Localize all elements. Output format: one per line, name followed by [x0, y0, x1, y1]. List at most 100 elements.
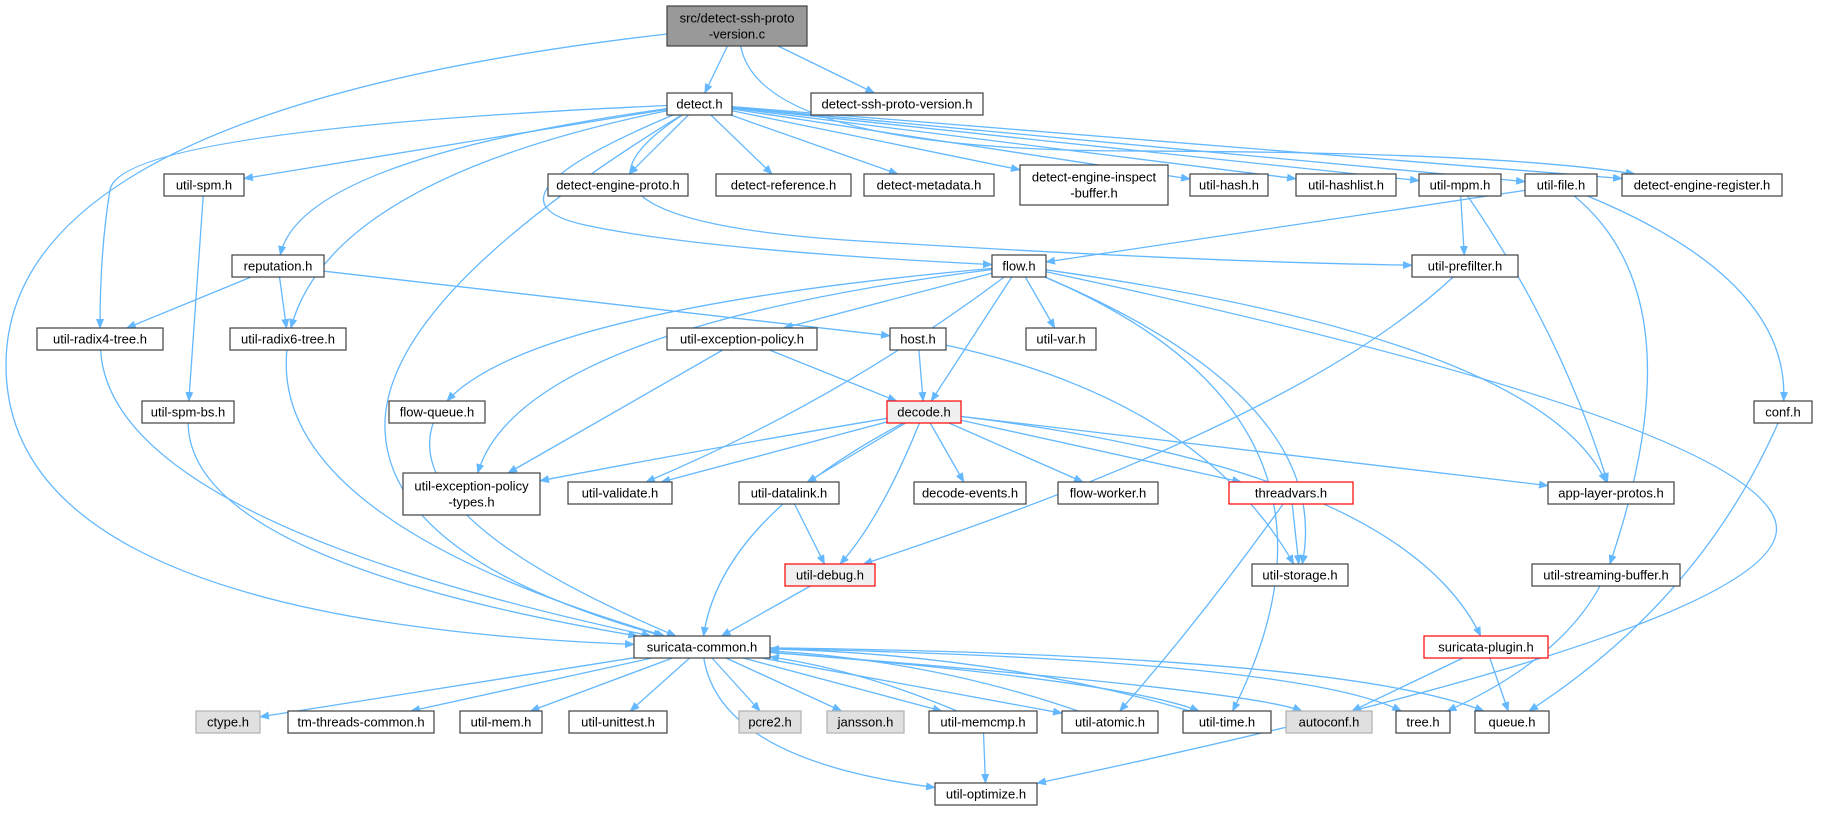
node-label-line: detect-reference.h [731, 178, 837, 193]
node-jansson-h[interactable]: jansson.h [826, 710, 905, 734]
node-util-spm-bs-h[interactable]: util-spm-bs.h [141, 400, 235, 424]
edge-util_file_h-to-flow_h [1045, 189, 1526, 265]
node-flow-h[interactable]: flow.h [991, 254, 1047, 278]
node-detect-engine-inspect-buffer-h[interactable]: detect-engine-inspect-buffer.h [1019, 164, 1169, 206]
edge-line [259, 657, 635, 720]
node-util-file-h[interactable]: util-file.h [1524, 173, 1598, 197]
node-label-line: util-datalink.h [751, 486, 828, 501]
node-tree-h[interactable]: tree.h [1395, 710, 1451, 734]
node-label-line: -buffer.h [1070, 186, 1117, 201]
node-host-h[interactable]: host.h [889, 327, 947, 351]
node-util-datalink-h[interactable]: util-datalink.h [738, 481, 840, 505]
node-util-radix4-tree-h[interactable]: util-radix4-tree.h [36, 327, 164, 351]
node-detect-metadata-h[interactable]: detect-metadata.h [863, 173, 995, 197]
edge-line [948, 422, 1084, 483]
node-flow-queue-h[interactable]: flow-queue.h [388, 400, 486, 424]
edge-line [1045, 269, 1607, 483]
node-label-line: util-hashlist.h [1308, 178, 1384, 193]
node-suricata-plugin-h[interactable]: suricata-plugin.h [1423, 635, 1549, 659]
node-autoconf-h[interactable]: autoconf.h [1285, 710, 1373, 734]
node-util-exception-policy-h[interactable]: util-exception-policy.h [666, 327, 818, 351]
node-label-line: detect-engine-inspect [1032, 170, 1157, 185]
node-ctype-h[interactable]: ctype.h [195, 710, 261, 734]
node-suricata-common-h[interactable]: suricata-common.h [633, 635, 771, 659]
edge-flow_h-to-util_exception_policy_h [782, 272, 993, 330]
node-box [889, 327, 947, 351]
node-label-line: util-validate.h [582, 486, 659, 501]
edge-line [1119, 503, 1284, 712]
node-label-line: detect-metadata.h [877, 178, 982, 193]
edge-line [243, 108, 668, 181]
edge-line [185, 195, 204, 402]
node-util-hashlist-h[interactable]: util-hashlist.h [1295, 173, 1397, 197]
node-util-radix6-tree-h[interactable]: util-radix6-tree.h [229, 327, 347, 351]
edge-suricata_common_h-to-util_unittest_h [629, 657, 691, 712]
node-label-line: -types.h [448, 495, 494, 510]
edge-line [1044, 276, 1279, 712]
node-util-debug-h[interactable]: util-debug.h [784, 563, 876, 587]
node-util-var-h[interactable]: util-var.h [1025, 327, 1097, 351]
edge-util_spm_bs_h-to-suricata_common_h [187, 422, 639, 639]
edge-line [446, 267, 993, 402]
edge-line [285, 349, 666, 638]
node-detect-ssh-proto-version-h[interactable]: detect-ssh-proto-version.h [810, 92, 984, 116]
edge-detect_h-to-detect_engine_inspect_buffer_h [731, 110, 1021, 172]
edge-line [507, 349, 724, 474]
node-util-mem-h[interactable]: util-mem.h [459, 710, 543, 734]
node-app-layer-protos-h[interactable]: app-layer-protos.h [1547, 481, 1675, 505]
node-box [36, 327, 164, 351]
edge-line [700, 422, 904, 637]
edge-line [960, 415, 1549, 489]
node-detect-engine-register-h[interactable]: detect-engine-register.h [1621, 173, 1783, 197]
edge-flow_h-to-util_var_h [1024, 276, 1056, 329]
node-conf-h[interactable]: conf.h [1753, 400, 1813, 424]
node-util-spm-h[interactable]: util-spm.h [163, 173, 245, 197]
node-flow-worker-h[interactable]: flow-worker.h [1057, 481, 1159, 505]
node-util-mpm-h[interactable]: util-mpm.h [1418, 173, 1502, 197]
node-util-prefilter-h[interactable]: util-prefilter.h [1411, 254, 1519, 278]
edge-line [628, 114, 689, 175]
edge-detect_h-to-flow_h [542, 114, 993, 269]
node-reputation-h[interactable]: reputation.h [231, 254, 325, 278]
node-decode-events-h[interactable]: decode-events.h [913, 481, 1027, 505]
edge-line [476, 268, 993, 474]
edge-suricata_plugin_h-to-queue_h [1489, 657, 1510, 712]
node-tm-threads-common-h[interactable]: tm-threads-common.h [287, 710, 435, 734]
edge-util_exception_policy_h-to-decode_h [769, 349, 898, 402]
node-detect-h[interactable]: detect.h [666, 92, 733, 116]
node-box [1753, 400, 1813, 424]
node-box [738, 481, 840, 505]
node-util-streaming-buffer-h[interactable]: util-streaming-buffer.h [1531, 563, 1681, 587]
node-box [1019, 164, 1169, 206]
edge-line [703, 657, 936, 791]
node-util-time-h[interactable]: util-time.h [1182, 710, 1272, 734]
edge-decode_h-to-util_validate_h [660, 421, 888, 484]
node-queue-h[interactable]: queue.h [1474, 710, 1550, 734]
node-root[interactable]: src/detect-ssh-proto-version.c [666, 5, 808, 47]
node-util-exception-policy-types-h[interactable]: util-exception-policy-types.h [402, 472, 541, 516]
node-util-memcmp-h[interactable]: util-memcmp.h [928, 710, 1038, 734]
node-detect-engine-proto-h[interactable]: detect-engine-proto.h [547, 173, 689, 197]
node-util-atomic-h[interactable]: util-atomic.h [1061, 710, 1159, 734]
edge-util_file_h-to-util_streaming_buffer_h [1573, 195, 1649, 565]
node-decode-h[interactable]: decode.h [886, 400, 962, 424]
node-pcre2-h[interactable]: pcre2.h [738, 710, 802, 734]
edge-flow_h-to-flow_queue_h [446, 267, 993, 402]
node-threadvars-h[interactable]: threadvars.h [1228, 481, 1354, 505]
edge-line [1036, 271, 1778, 786]
edge-line [1573, 195, 1649, 565]
edge-line [769, 651, 1303, 712]
node-util-optimize-h[interactable]: util-optimize.h [934, 782, 1038, 806]
node-detect-reference-h[interactable]: detect-reference.h [715, 173, 852, 197]
edge-line [1489, 657, 1510, 712]
edge-line [725, 657, 843, 712]
edge-line [918, 349, 927, 402]
node-util-validate-h[interactable]: util-validate.h [567, 481, 673, 505]
node-util-storage-h[interactable]: util-storage.h [1251, 563, 1349, 587]
node-label-line: util-memcmp.h [940, 715, 1025, 730]
node-label-line: detect-ssh-proto-version.h [821, 97, 972, 112]
edge-detect_h-to-util_file_h [731, 106, 1526, 185]
node-util-unittest-h[interactable]: util-unittest.h [568, 710, 668, 734]
node-util-hash-h[interactable]: util-hash.h [1189, 173, 1269, 197]
